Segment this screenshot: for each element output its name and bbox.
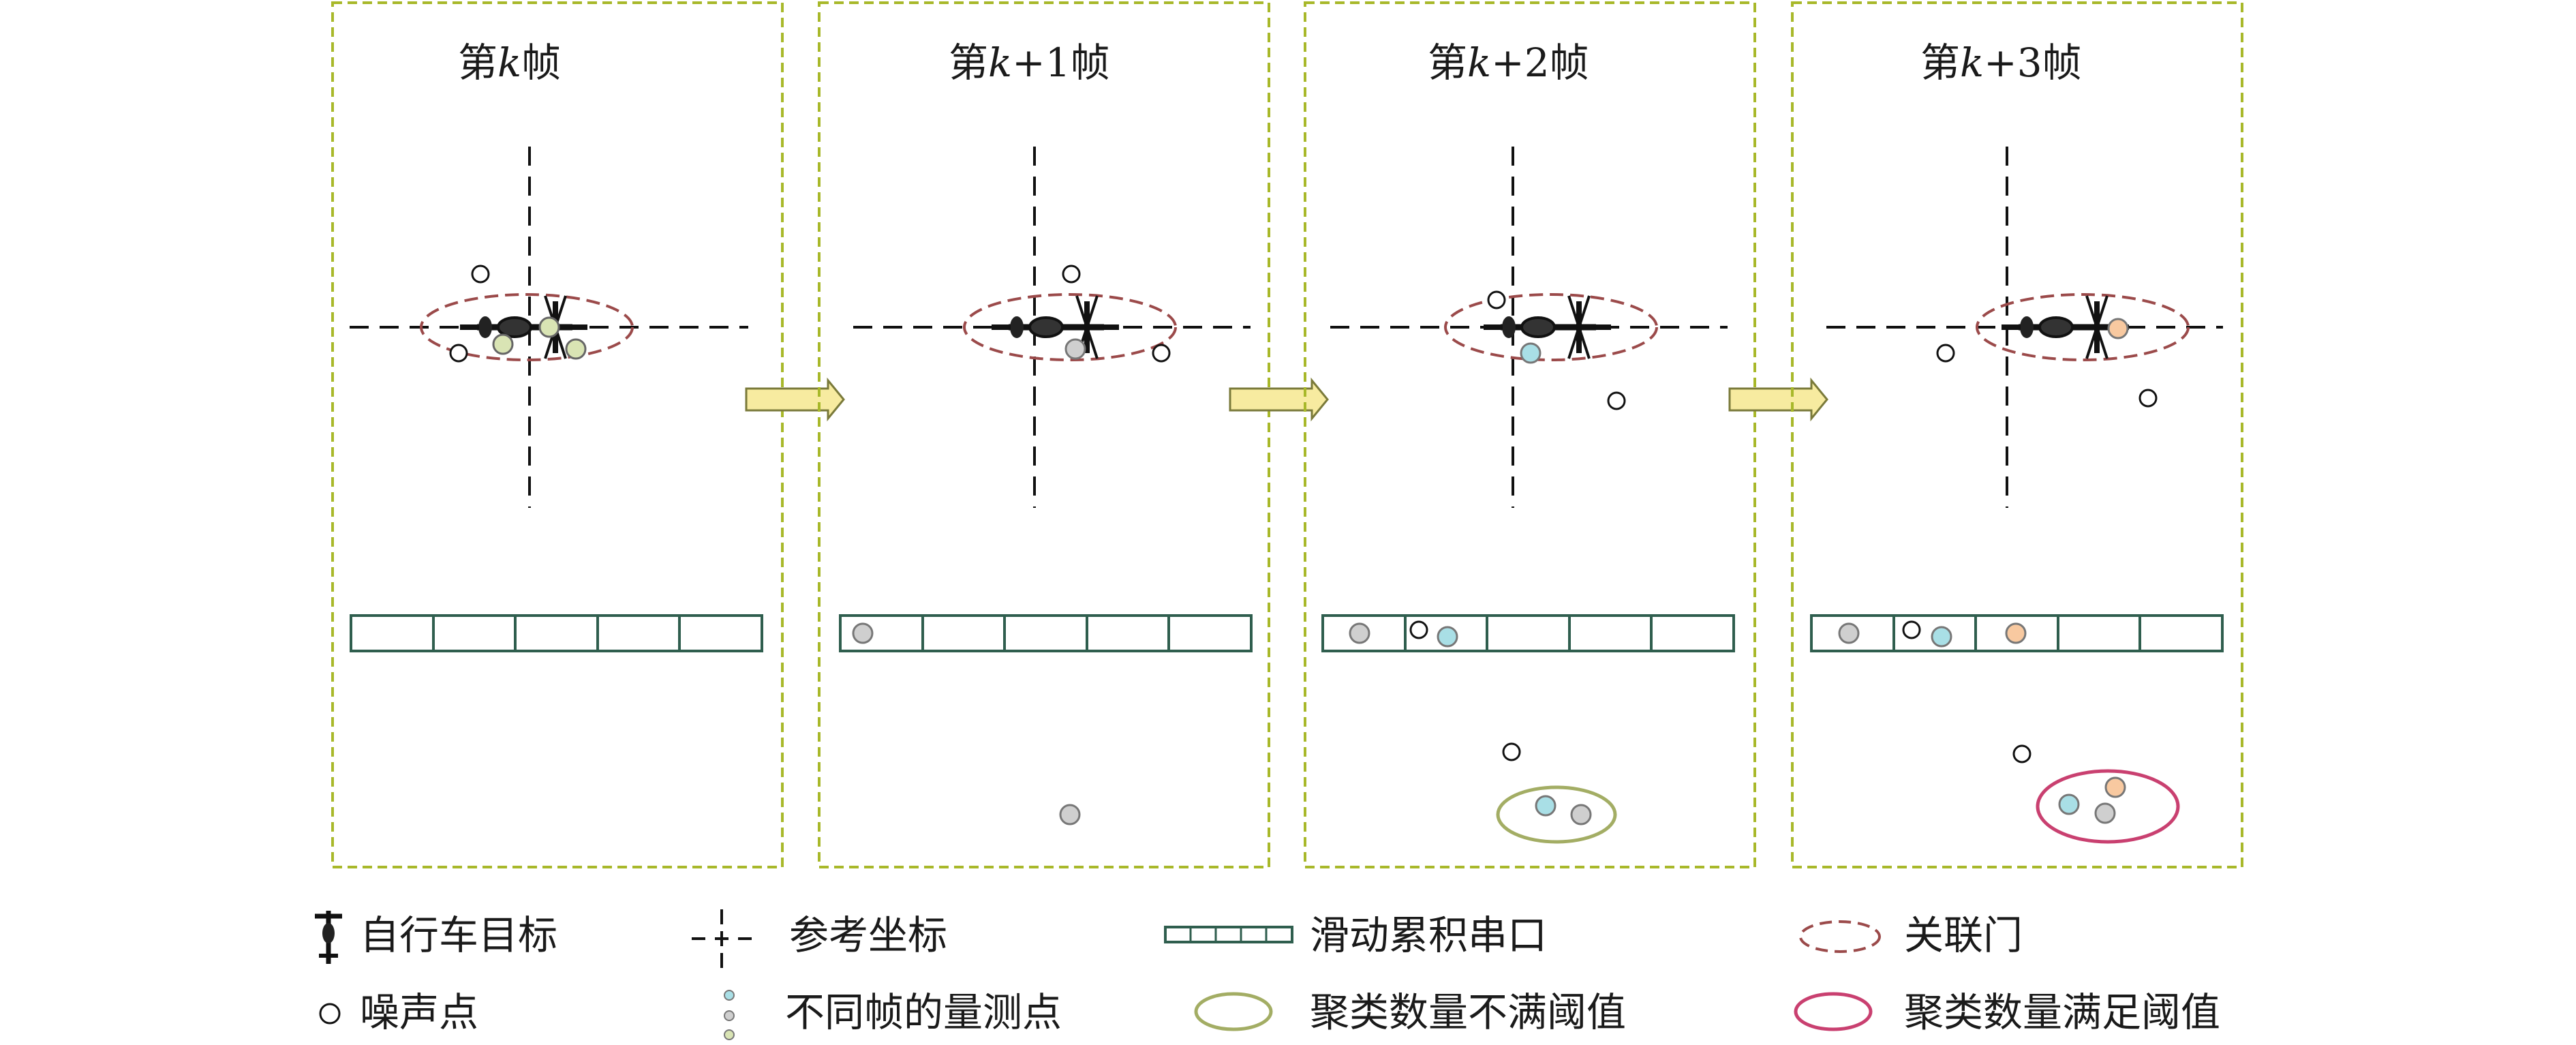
measurement-point xyxy=(565,338,587,360)
axis-cross-icon xyxy=(692,909,752,968)
measurement-point xyxy=(1570,804,1592,826)
frame-border xyxy=(1304,1,1756,868)
noise-point xyxy=(1902,620,1921,639)
measurement-point xyxy=(1349,622,1370,644)
association-gate xyxy=(420,293,634,361)
next-frame-arrow xyxy=(745,377,845,422)
legend-item: 聚类数量不满阈值 xyxy=(1194,989,1626,1035)
frame-title: 第k+1帧 xyxy=(949,40,1110,86)
legend-item: 不同帧的量测点 xyxy=(724,989,1062,1040)
bicycle-target xyxy=(992,296,1119,359)
measurement-point xyxy=(492,333,514,355)
legend-item: 噪声点 xyxy=(319,989,478,1035)
noise-point xyxy=(1936,344,1955,363)
frame-title: 第k+2帧 xyxy=(1428,40,1589,86)
sliding-buffer xyxy=(350,614,763,652)
noise-point xyxy=(1409,620,1428,639)
frame-border xyxy=(1791,1,2243,868)
noise-point-icon xyxy=(319,1003,341,1025)
legend-item: 聚类数量满足阈值 xyxy=(1794,989,2220,1035)
measurement-point xyxy=(1931,626,1952,648)
frame-panel: 第k+1帧 xyxy=(818,1,1270,868)
legend-label: 聚类数量满足阈值 xyxy=(1904,989,2220,1035)
noise-point xyxy=(1607,391,1626,410)
sliding-buffer xyxy=(839,614,1253,652)
legend-item: 自行车目标 xyxy=(315,911,557,964)
measurement-point xyxy=(1838,622,1860,644)
association-gate-icon xyxy=(1799,920,1881,953)
frame-border xyxy=(331,1,784,868)
association-gate xyxy=(1976,293,2190,361)
measurement-point xyxy=(1520,342,1542,364)
frame-panel: 第k帧 xyxy=(331,1,784,868)
legend-label: 滑动累积串口 xyxy=(1310,912,1547,958)
measurement-point xyxy=(1064,338,1086,360)
cluster-meets-threshold-icon xyxy=(1794,992,1873,1031)
cluster-below-threshold xyxy=(1496,785,1617,844)
legend-label: 不同帧的量测点 xyxy=(785,989,1062,1035)
noise-point xyxy=(2138,389,2158,408)
measurement-point xyxy=(2005,622,2027,644)
cluster-meets-threshold xyxy=(2036,769,2180,844)
cluster-below-threshold-icon xyxy=(1194,992,1273,1031)
noise-point xyxy=(1152,344,1171,363)
noise-point xyxy=(449,344,468,363)
measurement-point xyxy=(2104,776,2126,798)
measurement-point xyxy=(1535,795,1557,817)
legend-label: 参考坐标 xyxy=(789,912,947,958)
legend-label: 聚类数量不满阈值 xyxy=(1310,989,1626,1035)
legend: 自行车目标 参考坐标 滑动累积串口 关联门 噪声点 xyxy=(315,909,2220,1040)
frame-title: 第k帧 xyxy=(458,40,561,86)
noise-point xyxy=(2012,744,2031,763)
sliding-buffer xyxy=(1321,614,1735,652)
noise-point xyxy=(1502,742,1521,761)
frame-title: 第k+3帧 xyxy=(1920,40,2082,86)
noise-point xyxy=(1487,290,1506,309)
measurement-point xyxy=(1437,626,1458,648)
legend-label: 噪声点 xyxy=(360,989,478,1035)
association-gate xyxy=(1444,293,1658,361)
measurement-point xyxy=(2107,318,2129,339)
noise-point xyxy=(1062,264,1081,284)
legend-item: 参考坐标 xyxy=(692,909,947,968)
next-frame-arrow xyxy=(1728,377,1828,422)
frame-border xyxy=(818,1,1270,868)
legend-item: 关联门 xyxy=(1799,912,2023,958)
measurement-point xyxy=(2094,802,2116,824)
measurement-point xyxy=(538,316,560,338)
bicycle-icon xyxy=(315,911,342,964)
measurement-point xyxy=(852,622,874,644)
legend-item: 滑动累积串口 xyxy=(1164,912,1547,958)
noise-point xyxy=(471,264,490,284)
measurement-point xyxy=(1059,804,1081,826)
next-frame-arrow xyxy=(1229,377,1329,422)
legend-label: 关联门 xyxy=(1904,912,2023,958)
measurement-point xyxy=(2058,793,2080,815)
sliding-buffer-icon xyxy=(1164,926,1293,943)
legend-label: 自行车目标 xyxy=(360,912,557,958)
association-gate xyxy=(963,293,1177,361)
frame-panel: 第k+3帧 xyxy=(1791,1,2243,868)
measurement-points-icon xyxy=(724,990,735,1040)
frame-panel: 第k+2帧 xyxy=(1304,1,1756,868)
